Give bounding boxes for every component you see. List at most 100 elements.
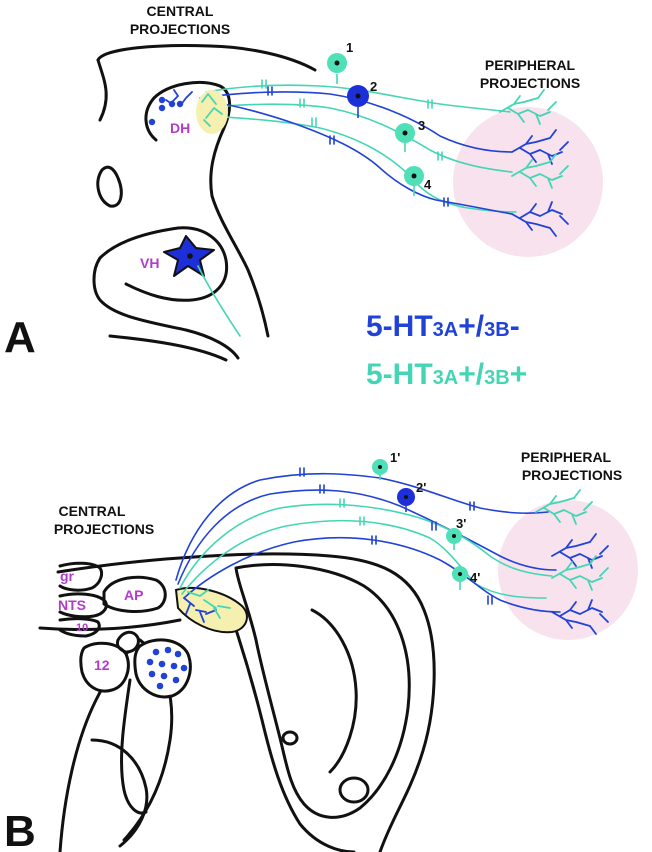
region-label-nts: NTS	[58, 597, 86, 613]
cell-label-a-2: 2	[370, 79, 377, 94]
region-label-12: 12	[94, 657, 110, 673]
axon-b-3	[179, 503, 553, 589]
lateral-funiculus-outline	[108, 334, 228, 362]
axon-b-5	[183, 536, 561, 613]
central-canal	[96, 165, 123, 208]
dorsal-horn-outline	[152, 80, 270, 338]
node-of-ranvier-a-3	[299, 98, 305, 108]
panel-label-a: A	[4, 313, 36, 362]
axons-panel-b	[175, 467, 561, 613]
ganglion-cell-b-4: 4'	[452, 566, 480, 590]
brainstem-inner-contour	[234, 563, 411, 819]
node-of-ranvier-b-3	[339, 498, 345, 508]
region-label-dh: DH	[170, 120, 190, 136]
node-of-ranvier-b-5	[371, 535, 377, 545]
panel-label-b: B	[4, 807, 36, 852]
arbor-a-3	[511, 153, 569, 189]
arbor-b-1	[535, 489, 593, 525]
axon-b-2	[177, 489, 557, 585]
arbor-b-3	[551, 555, 609, 591]
dorsal-column-outline	[144, 96, 158, 142]
node-of-ranvier-a-2	[267, 86, 273, 96]
nts-outline	[58, 592, 108, 619]
ventral-root-outline	[92, 256, 240, 360]
peripheral-projections-heading-a-line2: PROJECTIONS	[480, 75, 580, 91]
cell-label-a-1: 1	[346, 40, 353, 55]
nts-terminal-field	[174, 586, 248, 634]
panel-a: DH VH CENTRAL PROJECTIONS PERIPHERAL PRO…	[4, 3, 603, 362]
brainstem-outer-outline	[56, 552, 436, 852]
axons-panel-a	[199, 79, 517, 215]
node-of-ranvier-b-2	[319, 484, 325, 494]
axon-a-4	[205, 115, 517, 213]
node-of-ranvier-b-extra-2	[487, 595, 493, 605]
brainstem-inferior-contour	[90, 738, 149, 848]
peripheral-projections-heading-a-line1: PERIPHERAL	[485, 57, 576, 73]
node-of-ranvier-a-4	[311, 117, 317, 127]
central-terminals-b	[183, 589, 231, 623]
brainstem-mid-contour	[224, 598, 356, 852]
central-projections-heading-b-line1: CENTRAL	[59, 503, 126, 519]
cell-label-b-2: 2'	[416, 480, 426, 495]
arbor-a-4	[511, 201, 569, 237]
axon-b-4	[181, 519, 547, 599]
arbor-a-1	[499, 89, 557, 125]
ganglion-cell-a-2: 2	[347, 79, 377, 118]
region-label-ap: AP	[124, 587, 143, 603]
axon-a-2	[199, 91, 513, 153]
peripheral-arbors-panel-b	[535, 489, 609, 635]
cell-label-b-1: 1'	[390, 450, 400, 465]
node-of-ranvier-b-1	[299, 467, 305, 477]
nucleus-gracilis-outline	[58, 561, 104, 592]
cell-label-b-4: 4'	[470, 570, 480, 585]
node-of-ranvier-a-extra-1	[437, 151, 443, 161]
central-projections-heading-b-line2: PROJECTIONS	[54, 521, 154, 537]
legend-blue: 5-HT3A+/3B-	[366, 310, 520, 343]
node-of-ranvier-a-1	[261, 79, 267, 89]
midline-structure	[120, 678, 148, 815]
ganglion-cell-b-1: 1'	[372, 450, 400, 480]
peripheral-target-a	[453, 107, 603, 257]
region-label-10: 10	[76, 622, 88, 634]
cell-label-a-4: 4	[424, 177, 432, 192]
ventral-horn-outline	[98, 226, 229, 302]
central-terminals-a	[165, 89, 223, 127]
area-postrema-outline	[102, 575, 167, 613]
ganglion-cell-b-2: 2'	[397, 480, 426, 512]
node-of-ranvier-b-extra-1	[431, 521, 437, 531]
arbor-a-2	[511, 129, 569, 165]
axon-a-1	[205, 84, 511, 113]
brainstem-inner-arc	[310, 608, 358, 774]
ganglion-cell-a-1: 1	[327, 40, 353, 84]
dorsal-horn-soma-cluster	[148, 96, 184, 126]
spinal-cord-outline	[96, 44, 317, 72]
ganglion-cell-b-3: 3'	[446, 516, 466, 550]
node-of-ranvier-b-4	[359, 516, 365, 526]
peripheral-projections-heading-b-line2: PROJECTIONS	[522, 467, 622, 483]
ganglion-cell-a-4: 4	[404, 166, 432, 196]
hypoglossal-nucleus-outline	[79, 641, 130, 693]
panel-b: gr AP NTS 10 12 CENTRAL PROJECTIONS PERI…	[4, 449, 638, 852]
receptor-legend: 5-HT3A+/3B- 5-HT3A+/3B+	[366, 310, 527, 391]
central-projections-heading-a-line2: PROJECTIONS	[130, 21, 230, 37]
cell-label-a-3: 3	[418, 118, 425, 133]
axon-b-1	[175, 472, 549, 581]
node-of-ranvier-a-extra-2	[443, 197, 449, 207]
floor-of-fourth-ventricle	[38, 618, 182, 632]
axon-a-5	[199, 99, 513, 215]
spinal-cord-left-contour	[96, 58, 108, 122]
peripheral-arbors-panel-a	[499, 89, 569, 237]
cell-label-b-3: 3'	[456, 516, 466, 531]
axon-a-3	[205, 103, 513, 173]
arbor-b-4	[551, 599, 609, 635]
central-projections-heading-a-line1: CENTRAL	[147, 3, 214, 19]
node-of-ranvier-a-extra-3	[427, 99, 433, 109]
ventral-horn-motoneuron	[163, 235, 241, 337]
small-nucleus-contour	[281, 730, 299, 746]
dorsal-motor-nucleus-10-outline	[58, 617, 101, 638]
olive-contour	[338, 776, 370, 804]
blue-nucleus-cells	[146, 646, 188, 690]
dorsal-horn-terminal-field	[196, 90, 228, 134]
node-of-ranvier-a-5	[329, 135, 335, 145]
